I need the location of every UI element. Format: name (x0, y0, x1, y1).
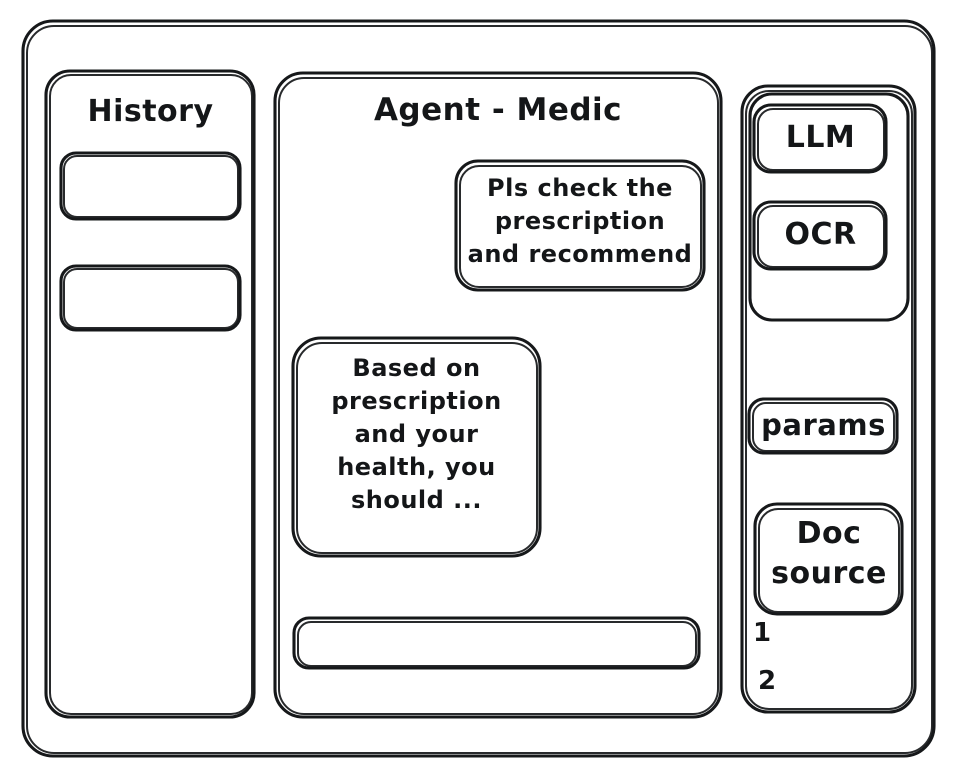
doc-source-entry[interactable]: 2 (758, 666, 777, 696)
message-input[interactable] (292, 615, 702, 671)
tools-sidebar: LLM OCR params Doc source 1 2 (739, 83, 918, 715)
history-title: History (87, 94, 214, 129)
tool-button-params[interactable]: params (747, 396, 900, 456)
page-title: Agent - Medic (373, 92, 623, 128)
message-bubble-user: Pls check the prescription and recommend (453, 158, 707, 294)
tool-button-llm-label: LLM (785, 120, 856, 155)
message-text-user: Pls check the prescription and recommend (467, 174, 693, 269)
doc-source-entry[interactable]: 1 (753, 618, 772, 648)
tool-button-ocr-label: OCR (784, 217, 857, 252)
tool-button-params-label: params (761, 408, 886, 442)
doc-source-button[interactable]: Doc source (753, 501, 905, 618)
history-sidebar: History (44, 68, 257, 720)
doc-source-label: Doc source (771, 516, 887, 591)
message-bubble-assistant: Based on prescription and your health, y… (290, 335, 543, 560)
agent-main-panel: Agent - Medic Pls check the prescription… (272, 70, 724, 720)
message-text-assistant: Based on prescription and your health, y… (331, 354, 502, 515)
history-item[interactable] (59, 263, 243, 333)
tool-button-ocr[interactable]: OCR (752, 199, 889, 272)
tool-button-llm[interactable]: LLM (752, 102, 889, 175)
history-item[interactable] (59, 150, 243, 222)
